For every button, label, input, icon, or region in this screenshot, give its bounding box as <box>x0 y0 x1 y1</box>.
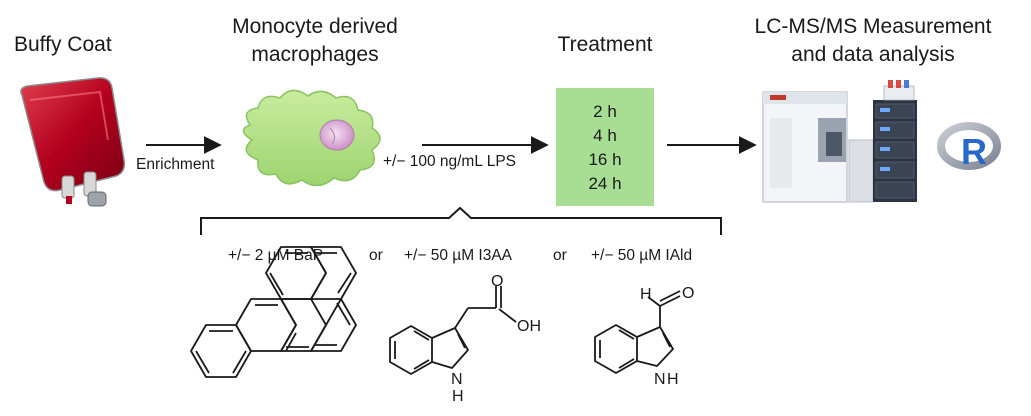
i3aa-atom-oh: OH <box>517 318 541 335</box>
r-software-logo: R <box>937 122 1001 172</box>
i3aa-label: +/− 50 µM I3AA <box>404 247 513 264</box>
timepoint-2h: 2 h <box>593 101 617 121</box>
macrophages-title-line2: macrophages <box>251 43 379 66</box>
i3aa-atom-o: O <box>491 273 503 290</box>
iald-atom-o: O <box>682 285 694 302</box>
macrophages-title-line1: Monocyte derived <box>232 15 398 38</box>
lps-label: +/− 100 ng/mL LPS <box>383 153 516 170</box>
iald-atom-nh: H <box>667 371 679 388</box>
lcms-title-line2: and data analysis <box>791 43 955 66</box>
lcms-title-line1: LC-MS/MS Measurement <box>754 15 992 38</box>
compound-bracket <box>200 206 722 235</box>
enrichment-label: Enrichment <box>136 156 215 173</box>
or-label-1: or <box>369 247 383 264</box>
buffy-coat-title: Buffy Coat <box>14 33 112 56</box>
iald-atom-n: N <box>654 371 666 388</box>
blood-bag-icon <box>20 77 126 207</box>
or-label-2: or <box>553 247 567 264</box>
bap-structure <box>190 246 357 378</box>
timepoint-4h: 4 h <box>593 125 617 145</box>
treatment-title: Treatment <box>557 33 653 56</box>
i3aa-atom-h: H <box>452 388 464 405</box>
iald-label: +/− 50 µM IAld <box>591 247 693 264</box>
timepoint-24h: 24 h <box>588 173 622 193</box>
iald-structure <box>594 290 681 374</box>
lcms-instrument-icon <box>762 80 917 203</box>
timepoint-16h: 16 h <box>588 149 622 169</box>
r-logo-letter: R <box>961 131 987 172</box>
iald-atom-h: H <box>640 286 652 303</box>
i3aa-structure <box>389 286 517 375</box>
treatment-timepoints-box: 2 h 4 h 16 h 24 h <box>556 88 654 206</box>
i3aa-atom-n: N <box>451 371 463 388</box>
macrophage-cell-icon <box>242 89 381 187</box>
